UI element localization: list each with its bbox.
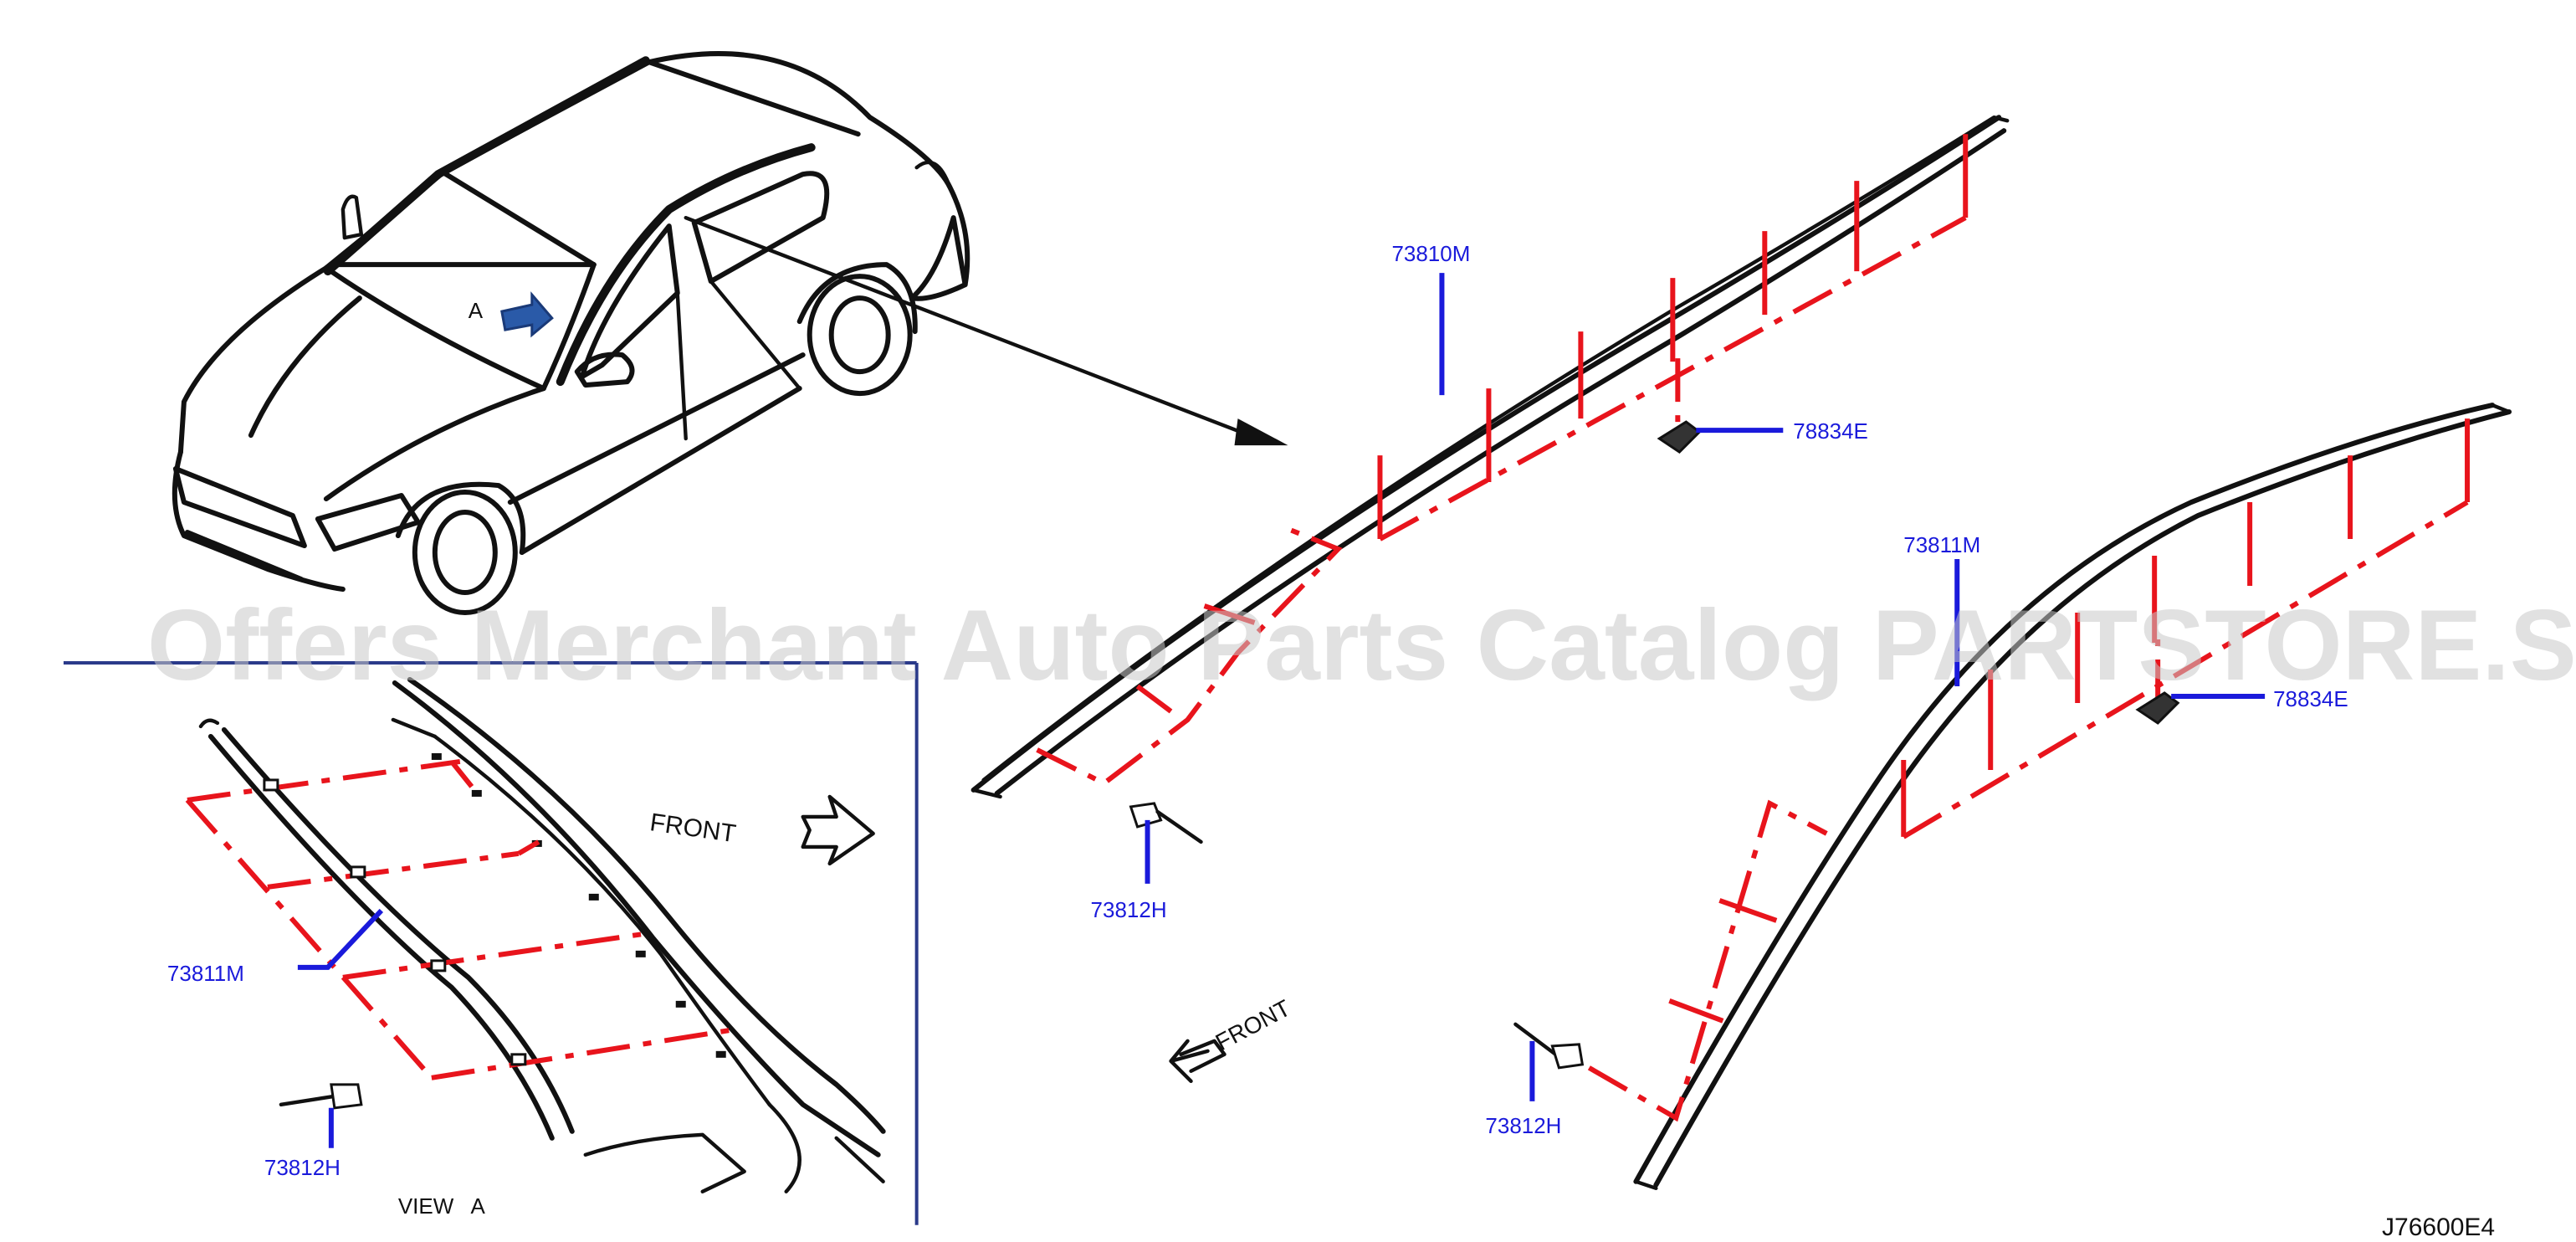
view-frame <box>63 660 919 1225</box>
rivet-73812h-view: 73812H <box>264 1083 363 1180</box>
clip-78834e-right: 78834E <box>2135 686 2348 725</box>
red-guides-73810m <box>1036 134 1969 787</box>
front-arrow-mid: FRONT <box>1169 995 1295 1084</box>
view-a-detail <box>185 676 886 1193</box>
moulding-73810m <box>970 115 2010 799</box>
rivet-73812h-right: 73812H <box>1485 1022 1585 1138</box>
label-78834e-top: 78834E <box>1793 418 1868 444</box>
front-mid-label: FRONT <box>1211 995 1295 1056</box>
label-73811m-right: 73811M <box>1903 532 1980 557</box>
callout-73811m-right: 73811M <box>1903 532 1980 686</box>
diagram-code: J76600E4 <box>2382 1214 2495 1241</box>
callout-73811m-view: 73811M <box>167 908 384 986</box>
rivet-73812h-mid: 73812H <box>1091 802 1203 922</box>
watermark: Offers Merchant Auto Parts Catalog PARTS… <box>147 589 2576 701</box>
label-73810m: 73810M <box>1391 241 1470 266</box>
red-guides-73811m <box>1587 418 2471 1122</box>
label-73812h-view: 73812H <box>264 1155 341 1180</box>
front-arrow-view: FRONT <box>648 794 875 866</box>
label-78834e-right: 78834E <box>2273 686 2348 711</box>
label-73812h-mid: 73812H <box>1091 897 1167 922</box>
label-73812h-right: 73812H <box>1485 1113 1561 1138</box>
car-illustration: A <box>172 51 1288 616</box>
label-73811m-view: 73811M <box>167 961 244 986</box>
view-a-label: VIEW A <box>398 1193 486 1219</box>
arrow-a-label: A <box>469 298 484 323</box>
front-view-label: FRONT <box>648 808 738 848</box>
callout-73810m: 73810M <box>1391 241 1470 396</box>
moulding-73811m <box>1633 403 2512 1190</box>
clip-78834e-top: 78834E <box>1657 418 1868 454</box>
